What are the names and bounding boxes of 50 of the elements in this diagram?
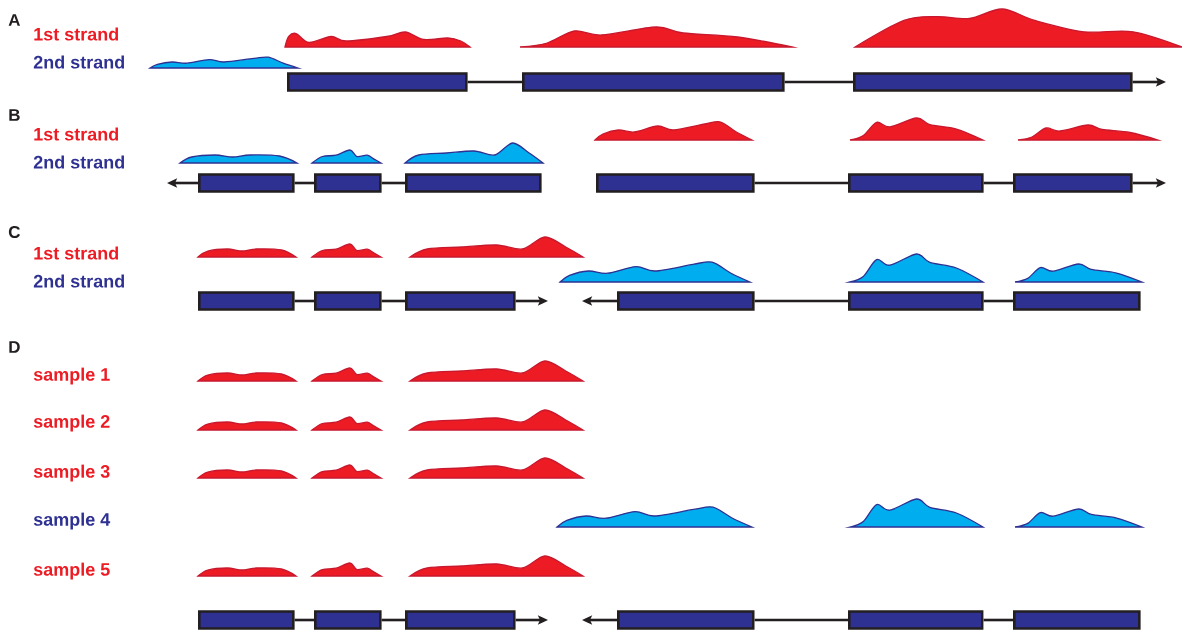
exon-box [405,610,516,630]
track-label: 2nd strand [33,274,124,288]
exon-box [198,173,295,193]
exon-box [848,610,984,630]
exon-box [848,291,984,311]
intron-line [754,299,848,303]
track-label: 1st strand [34,246,119,260]
intron-line [754,181,848,185]
exon-box [198,291,295,311]
intron-line [381,618,405,622]
exon-box [405,291,516,311]
exon-box [314,610,382,630]
exon-box [617,610,755,630]
panel-letter: D [9,341,20,353]
exon-box [198,610,295,630]
exon-box [617,291,755,311]
track-label: 1st strand [34,127,119,141]
exon-box [1013,173,1133,193]
intron-line [294,618,314,622]
exon-box [314,173,382,193]
intron-line [983,181,1013,185]
track-label: 2nd strand [33,55,124,69]
exon-box [1013,610,1141,630]
intron-line [294,181,314,185]
track-label: 2nd strand [33,155,124,169]
intron-line [754,618,848,622]
exon-box [1013,291,1141,311]
track-label: sample 3 [33,464,110,482]
track-label: sample 4 [33,512,111,530]
intron-line [983,299,1013,303]
panel-letter: C [8,226,20,239]
intron-line [381,181,405,185]
track-label: sample 1 [33,367,110,385]
intron-line [294,299,314,303]
exon-box [405,173,542,193]
exon-box [522,72,785,92]
track-label: 1st strand [34,27,119,41]
panel-letter: B [9,109,20,121]
exon-box [853,72,1133,92]
intron-line [467,80,522,84]
intron-line [381,299,405,303]
panel-letter: A [8,14,21,26]
exon-box [314,291,382,311]
exon-box [848,173,984,193]
intron-line [784,80,853,84]
track-label: sample 2 [33,414,110,432]
intron-line [983,618,1013,622]
track-label: sample 5 [33,562,110,580]
exon-box [287,72,468,92]
exon-box [596,173,755,193]
